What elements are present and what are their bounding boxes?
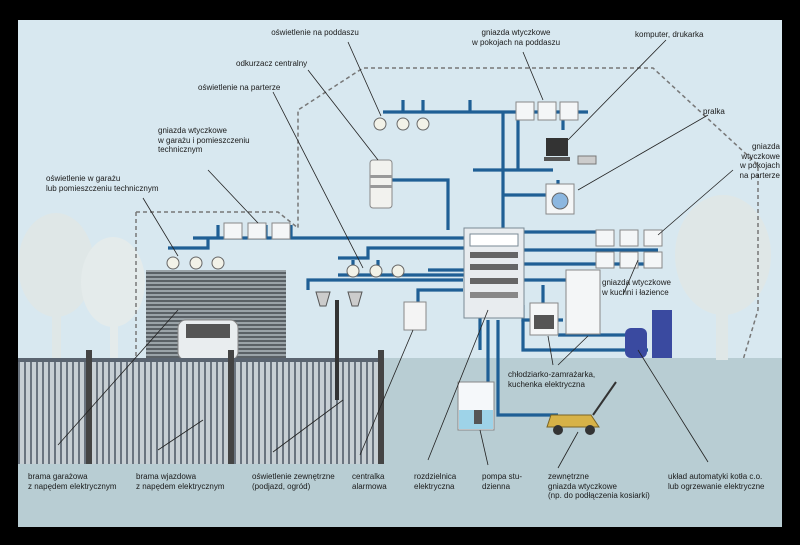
well-pump bbox=[457, 381, 495, 431]
label-alarm: centralka alarmowa bbox=[352, 472, 387, 491]
wall-sockets bbox=[223, 101, 663, 269]
label-ground-floor-lighting: oświetlenie na parterze bbox=[198, 83, 281, 92]
label-outdoor-lighting: oświetlenie zewnętrzne (podjazd, ogród) bbox=[252, 472, 335, 491]
label-garage-lighting: oświetlenie w garażu lub pomieszczeniu t… bbox=[46, 174, 159, 193]
label-kitchen-sockets: gniazda wtyczkowe w kuchni i łazience bbox=[602, 278, 671, 297]
house-electrical-diagram bbox=[18, 39, 782, 527]
diagram-frame: oświetlenie na poddaszu gniazda wtyczkow… bbox=[18, 20, 782, 527]
house-outline bbox=[136, 67, 759, 361]
stove bbox=[529, 302, 559, 336]
computer bbox=[544, 138, 597, 165]
label-room-sockets: gniazda wtyczkowe w pokojach na parterze bbox=[739, 142, 780, 180]
label-attic-lighting: oświetlenie na poddaszu bbox=[271, 28, 359, 37]
central-vacuum-unit bbox=[369, 159, 393, 209]
tree-left bbox=[18, 213, 145, 360]
switchboard-cabinet bbox=[463, 227, 525, 319]
outdoor-lamp bbox=[315, 291, 363, 400]
fence bbox=[18, 350, 384, 464]
label-outdoor-socket: zewnętrzne gniazda wtyczkowe (np. do pod… bbox=[548, 472, 650, 500]
washing-machine bbox=[545, 183, 575, 215]
label-garage-gate: brama garażowa z napędem elektrycznym bbox=[28, 472, 117, 491]
label-boiler: układ automatyki kotła c.o. lub ogrzewan… bbox=[668, 472, 765, 491]
label-attic-sockets: gniazda wtyczkowe w pokojach na poddaszu bbox=[471, 28, 561, 47]
label-garage-sockets: gniazda wtyczkowe w garażu i pomieszczen… bbox=[158, 126, 250, 154]
label-washing-machine: pralka bbox=[703, 107, 725, 116]
tree-right bbox=[675, 195, 771, 360]
lawn-mower bbox=[546, 381, 617, 435]
fridge bbox=[565, 269, 601, 335]
boiler bbox=[625, 310, 672, 358]
label-fridge-stove: chłodziarko-zamrażarka, kuchenka elektry… bbox=[508, 370, 596, 389]
leader-lines bbox=[57, 39, 734, 469]
garage bbox=[146, 270, 286, 362]
label-switchboard: rozdzielnica elektryczna bbox=[414, 472, 457, 491]
alarm-panel bbox=[403, 301, 427, 331]
light-bulbs bbox=[166, 117, 430, 278]
label-computer: komputer, drukarka bbox=[635, 30, 704, 39]
label-well-pump: pompa stu- dzienna bbox=[482, 472, 523, 491]
label-central-vacuum: odkurzacz centralny bbox=[236, 59, 308, 68]
label-driveway-gate: brama wjazdowa z napędem elektrycznym bbox=[136, 472, 225, 491]
